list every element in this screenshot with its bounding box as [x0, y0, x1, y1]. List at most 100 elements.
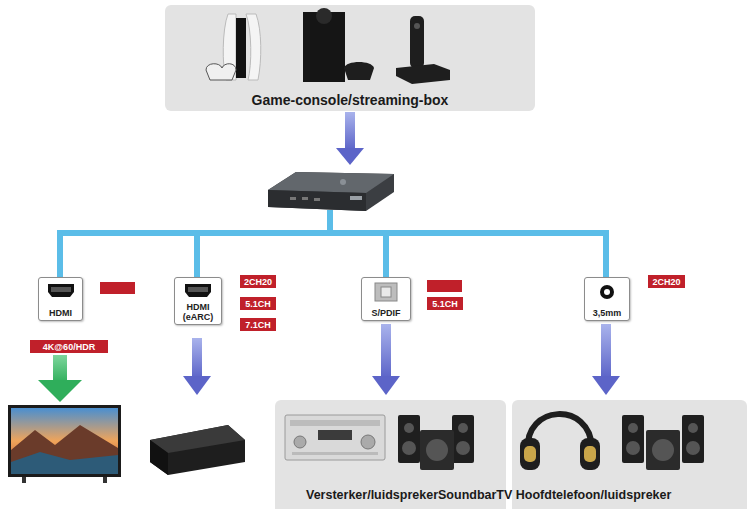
speaker-illustration [398, 415, 420, 463]
console-illustration [303, 8, 374, 82]
speaker-illustration [458, 423, 468, 433]
tv-illustration [11, 408, 118, 474]
port-box: HDMI (eARC) [174, 277, 222, 325]
amplifier-illustration [361, 435, 375, 449]
badge-text: 7.1CH [245, 320, 271, 330]
tv-illustration [11, 452, 118, 474]
hdmi-port-icon [48, 284, 74, 297]
tv-illustration [103, 477, 107, 483]
signal-bus [383, 230, 389, 278]
speaker-illustration [622, 415, 644, 463]
soundbar-illustration [150, 425, 245, 475]
streaming-box-illustration [410, 16, 424, 68]
amplifier-illustration [285, 415, 385, 460]
output-arrow [601, 324, 611, 378]
audio-extractor-device [350, 196, 362, 200]
hdmi-port-icon [48, 284, 211, 297]
console-illustration [316, 8, 332, 24]
hdmi-port-icon [51, 287, 71, 292]
output-arrow [592, 376, 620, 395]
speaker-illustration [688, 423, 698, 433]
channel-badge: 2CH20 [240, 275, 276, 288]
streaming-box-illustration [396, 16, 450, 84]
channel-badge: 4K@60/HDR [30, 340, 108, 353]
signal-bus [57, 230, 63, 278]
console-illustration [344, 62, 374, 80]
port-box: 3,5mm [584, 277, 630, 321]
audio-extractor-device [340, 179, 346, 185]
speaker-illustration [420, 430, 454, 470]
amplifier-illustration [285, 415, 385, 460]
channel-badge: 7.1CH [240, 318, 276, 331]
output-arrow [183, 376, 211, 395]
jack-port-icon [600, 285, 614, 299]
headphones-illustration [584, 446, 596, 462]
node-text: 3,5mm [593, 308, 622, 318]
headphones-illustration [520, 438, 540, 470]
signal-bus [194, 230, 200, 278]
console-illustration [223, 14, 236, 80]
node-text: HDMI [49, 308, 72, 318]
amplifier-illustration [318, 430, 352, 440]
amplifier-illustration [292, 452, 378, 455]
badge-text: 5.1CH [432, 299, 458, 309]
headphones-illustration [520, 414, 600, 470]
flow-arrow [345, 112, 355, 150]
streaming-box-illustration [396, 64, 450, 84]
audio-extractor-device [268, 172, 394, 211]
signal-bus [57, 230, 609, 236]
signal-bus [603, 230, 609, 278]
speaker-illustration [398, 415, 474, 470]
amplifier-illustration [290, 420, 380, 426]
badge-text: 2CH20 [652, 277, 680, 287]
speaker-illustration [404, 423, 414, 433]
audio-extractor-device [290, 197, 296, 200]
amplifier-illustration [294, 436, 306, 448]
speaker-illustration [652, 439, 674, 461]
speaker-illustration [456, 441, 470, 455]
flow-arrow [336, 148, 364, 165]
spdif-port-icon [381, 287, 391, 297]
headphones-illustration [580, 438, 600, 470]
console-illustration [303, 12, 345, 82]
speaker-illustration [426, 439, 448, 461]
badge-text: 2CH20 [244, 277, 272, 287]
soundbar-illustration [150, 425, 245, 475]
device-group-box [275, 400, 747, 509]
port-box: HDMI [38, 277, 83, 321]
node-text: HDMI (eARC) [176, 302, 220, 322]
badge-text: 5.1CH [245, 299, 271, 309]
badge-text: 4K@60/HDR [43, 342, 95, 352]
soundbar-illustration [150, 440, 168, 475]
flow-arrow [336, 112, 364, 165]
speaker-illustration [622, 415, 704, 470]
port-box: S/PDIF [361, 277, 411, 321]
soundbar-illustration [150, 425, 245, 453]
audio-extractor-device [268, 172, 394, 211]
tv-illustration [22, 477, 26, 483]
console-illustration [236, 18, 246, 78]
output-arrow [38, 324, 620, 402]
jack-port-icon [604, 289, 610, 295]
spdif-port-icon [375, 283, 397, 301]
output-arrow [53, 355, 67, 383]
output-arrow [372, 376, 400, 395]
source-group-box: Game-console/streaming-box [165, 5, 535, 111]
node-text: S/PDIF [371, 308, 400, 318]
empty-badge [427, 280, 462, 292]
audio-extractor-device [314, 198, 320, 201]
speaker-illustration [626, 441, 640, 455]
hdmi-port-icon [185, 284, 211, 297]
node-text: Game-console/streaming-box [252, 92, 449, 108]
jack-port-icon [600, 285, 614, 299]
speaker-illustration [402, 441, 416, 455]
channel-badge: 5.1CH [240, 297, 276, 310]
output-arrow [192, 338, 202, 378]
hdmi-port-icon [188, 287, 208, 292]
audio-extractor-device [302, 197, 308, 200]
channel-badge: 2CH20 [648, 275, 685, 288]
speaker-illustration [628, 423, 638, 433]
device-caption: Versterker/luidsprekerSoundbarTV Hoofdte… [306, 488, 671, 502]
